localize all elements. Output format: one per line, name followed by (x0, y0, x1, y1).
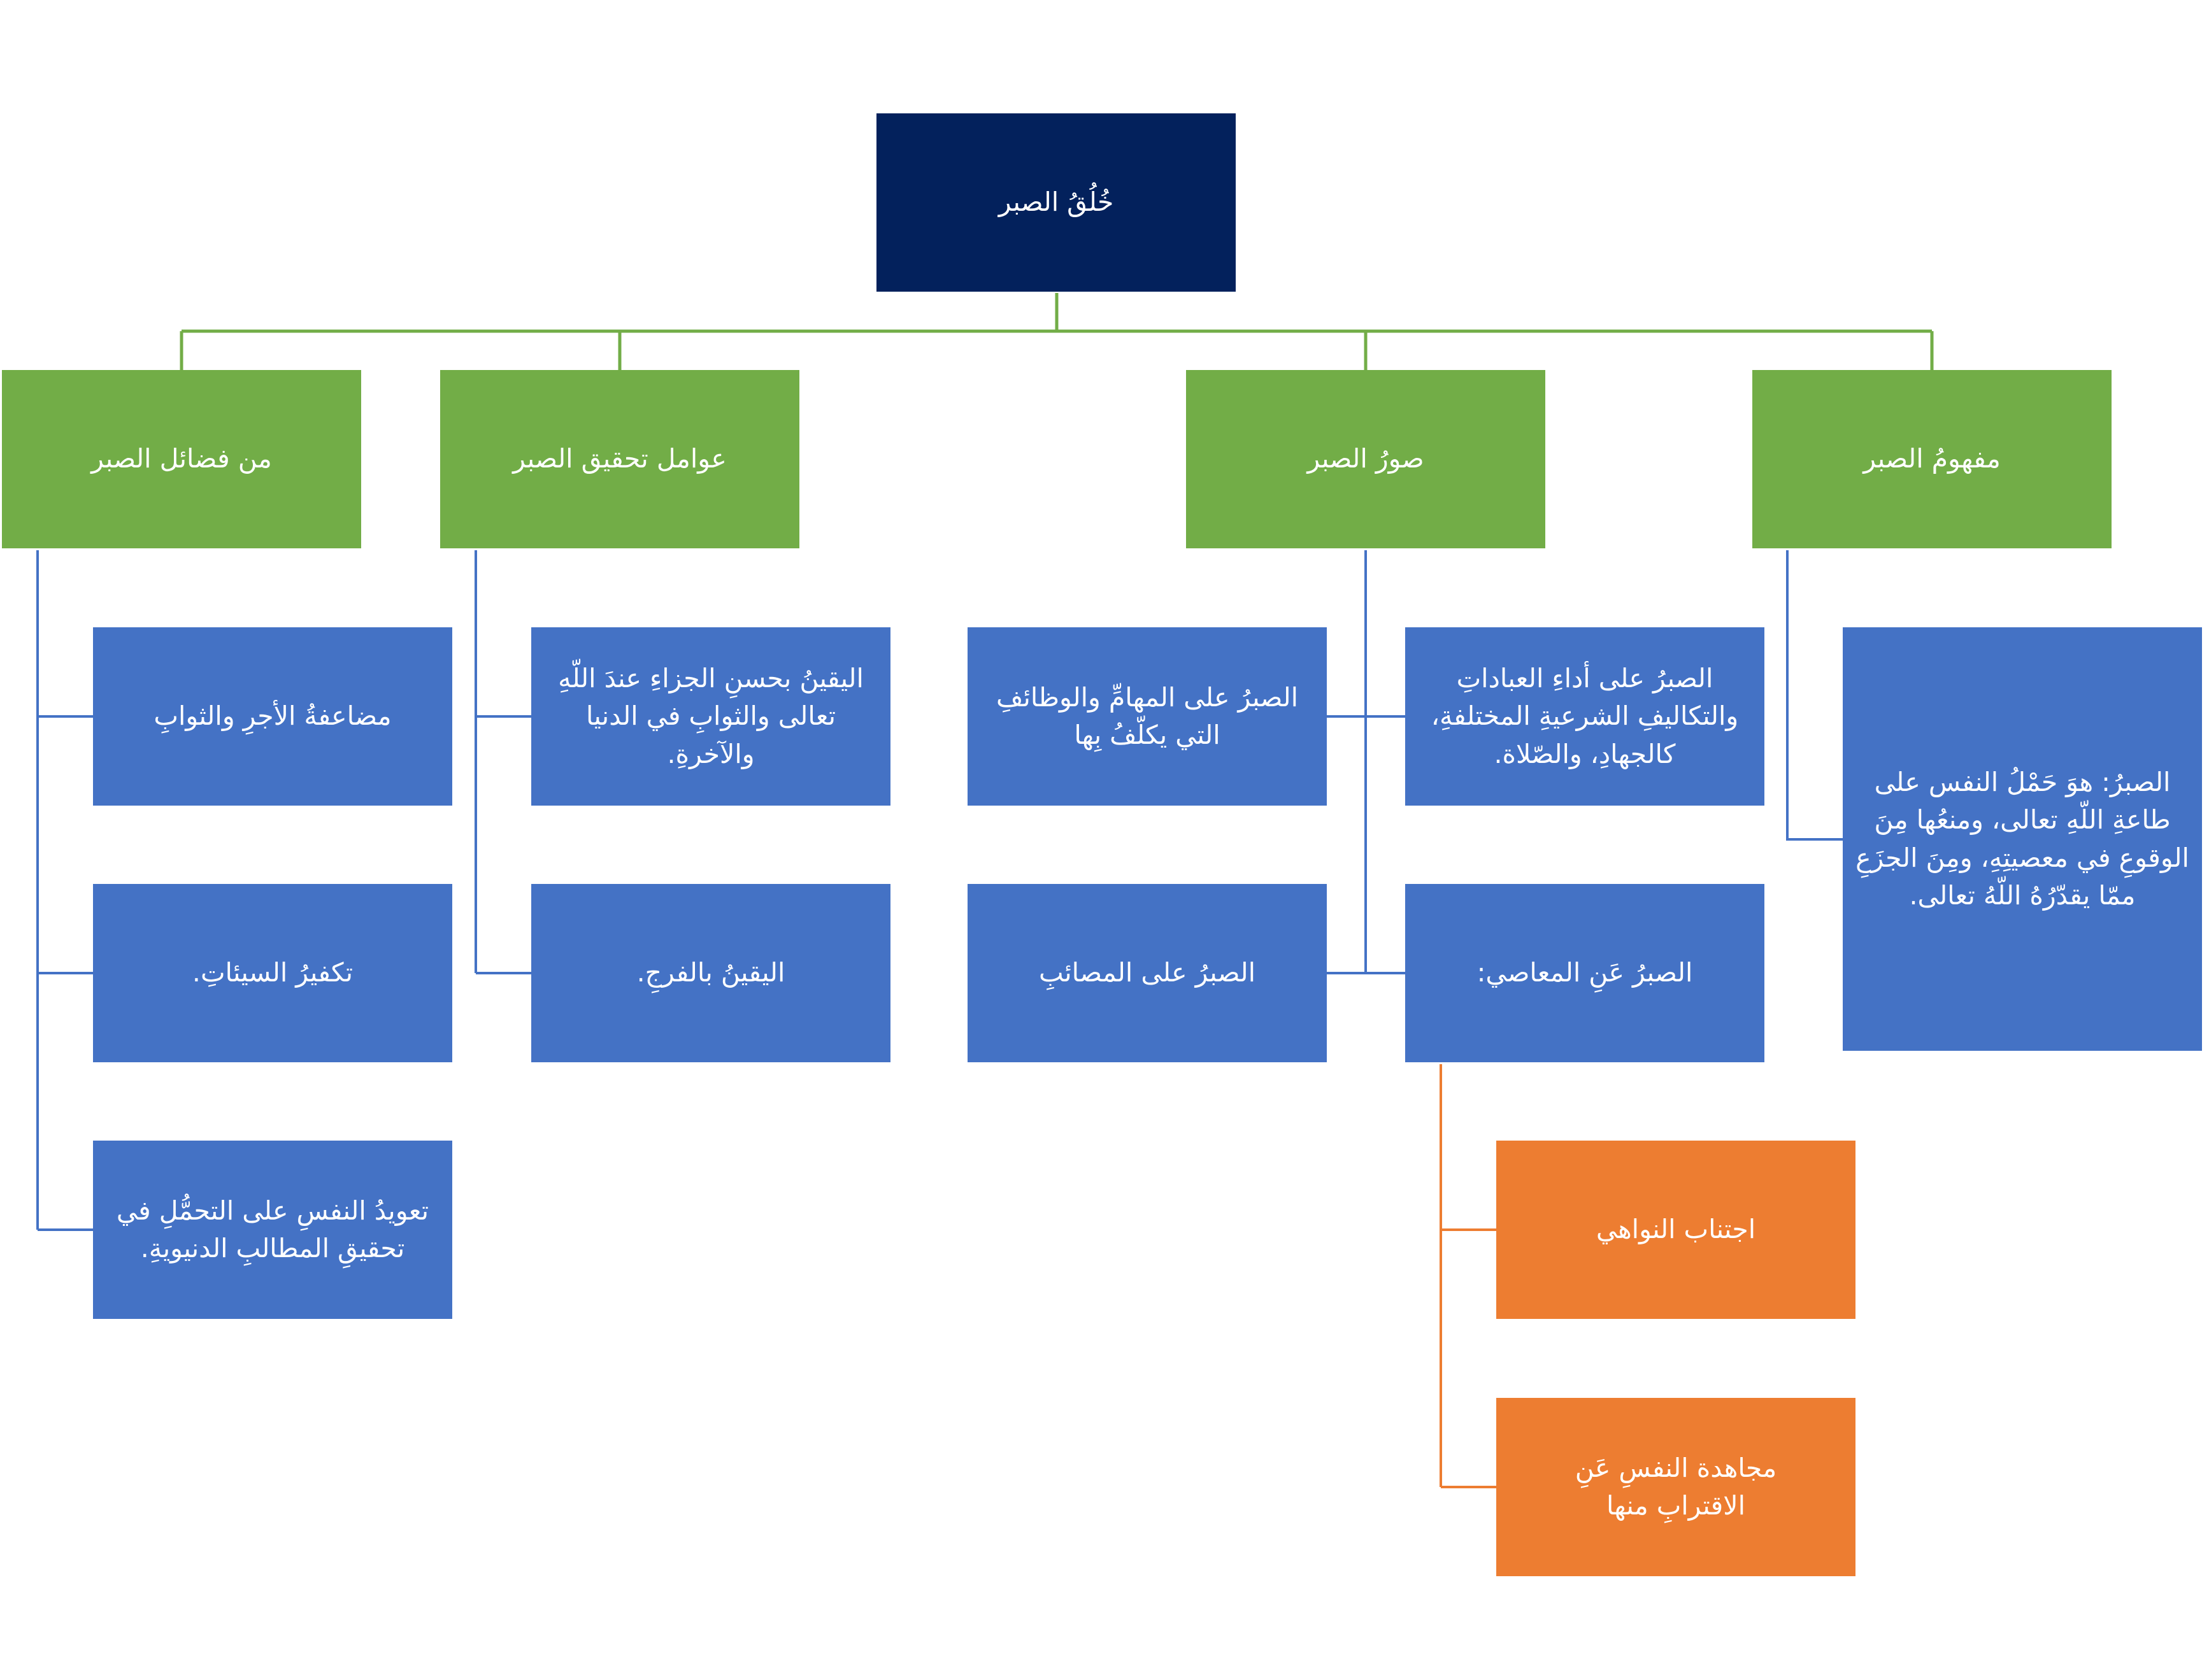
category-forms-label: صورُ الصبر (1307, 443, 1424, 474)
category-virtues-label: من فضائل الصبر (91, 443, 272, 474)
orange-connectors (1440, 1064, 1496, 1488)
forms-item-tasks: الصبرُ على المهامِّ والوظائفِ التي يكلّف… (968, 627, 1327, 806)
blue-connectors (36, 550, 1843, 1231)
virtues-item-multiply: مضاعفةُ الأجرِ والثوابِ (93, 627, 452, 806)
category-factors: عوامل تحقيق الصبر (440, 370, 799, 548)
virtues-item-expiation: تكفيرُ السيئاتِ. (93, 884, 452, 1062)
virtues-item-multiply-text: مضاعفةُ الأجرِ والثوابِ (154, 701, 392, 732)
category-factors-label: عوامل تحقيق الصبر (513, 443, 727, 474)
sins-sub-avoid: اجتناب النواهي (1496, 1141, 1855, 1319)
root-node: خُلُقُ الصبر (876, 113, 1236, 292)
forms-item-worship-text: الصبرُ على أداءِ العباداتِ والتكاليفِ ال… (1431, 662, 1739, 769)
concept-branch-line (1786, 550, 1843, 841)
category-forms: صورُ الصبر (1186, 370, 1545, 548)
forms-item-worship: الصبرُ على أداءِ العباداتِ والتكاليفِ ال… (1405, 627, 1764, 806)
green-connectors (180, 293, 1934, 370)
sins-sub-struggle-text: مجاهدة النفسِ عَنِ الاقترابِ منها (1575, 1452, 1777, 1521)
sins-sub-avoid-text: اجتناب النواهي (1596, 1214, 1756, 1245)
virtues-item-expiation-text: تكفيرُ السيئاتِ. (192, 957, 354, 988)
virtues-item-habituation: تعويدُ النفسِ على التحمُّلِ في تحقيقِ ال… (93, 1141, 452, 1319)
factors-item-relief: اليقينُ بالفرجِ. (531, 884, 890, 1062)
forms-item-sins-text: الصبرُ عَنِ المعاصي: (1476, 957, 1693, 988)
factors-item-relief-text: اليقينُ بالفرجِ. (636, 957, 785, 988)
factors-item-reward: اليقينُ بحسنِ الجزاءِ عندَ اللّهِ تعالى … (531, 627, 890, 806)
category-concept: مفهومُ الصبر (1752, 370, 2112, 548)
category-virtues: من فضائل الصبر (2, 370, 361, 548)
category-concept-label: مفهومُ الصبر (1863, 443, 2001, 474)
forms-item-sins: الصبرُ عَنِ المعاصي: (1405, 884, 1764, 1062)
root-label: خُلُقُ الصبر (998, 187, 1114, 218)
factors-item-reward-text: اليقينُ بحسنِ الجزاءِ عندَ اللّهِ تعالى … (558, 662, 864, 769)
forms-item-calamities-text: الصبرُ على المصائبِ (1039, 957, 1256, 988)
forms-item-tasks-text: الصبرُ على المهامِّ والوظائفِ التي يكلّف… (996, 681, 1298, 750)
sins-sub-struggle: مجاهدة النفسِ عَنِ الاقترابِ منها (1496, 1398, 1855, 1576)
concept-definition: الصبرُ: هوَ حَمْلُ النفس على طاعةِ اللّه… (1843, 627, 2202, 1051)
virtues-item-habituation-text: تعويدُ النفسِ على التحمُّلِ في تحقيقِ ال… (116, 1195, 429, 1264)
forms-item-calamities: الصبرُ على المصائبِ (968, 884, 1327, 1062)
concept-definition-text: الصبرُ: هوَ حَمْلُ النفس على طاعةِ اللّه… (1855, 766, 2189, 911)
